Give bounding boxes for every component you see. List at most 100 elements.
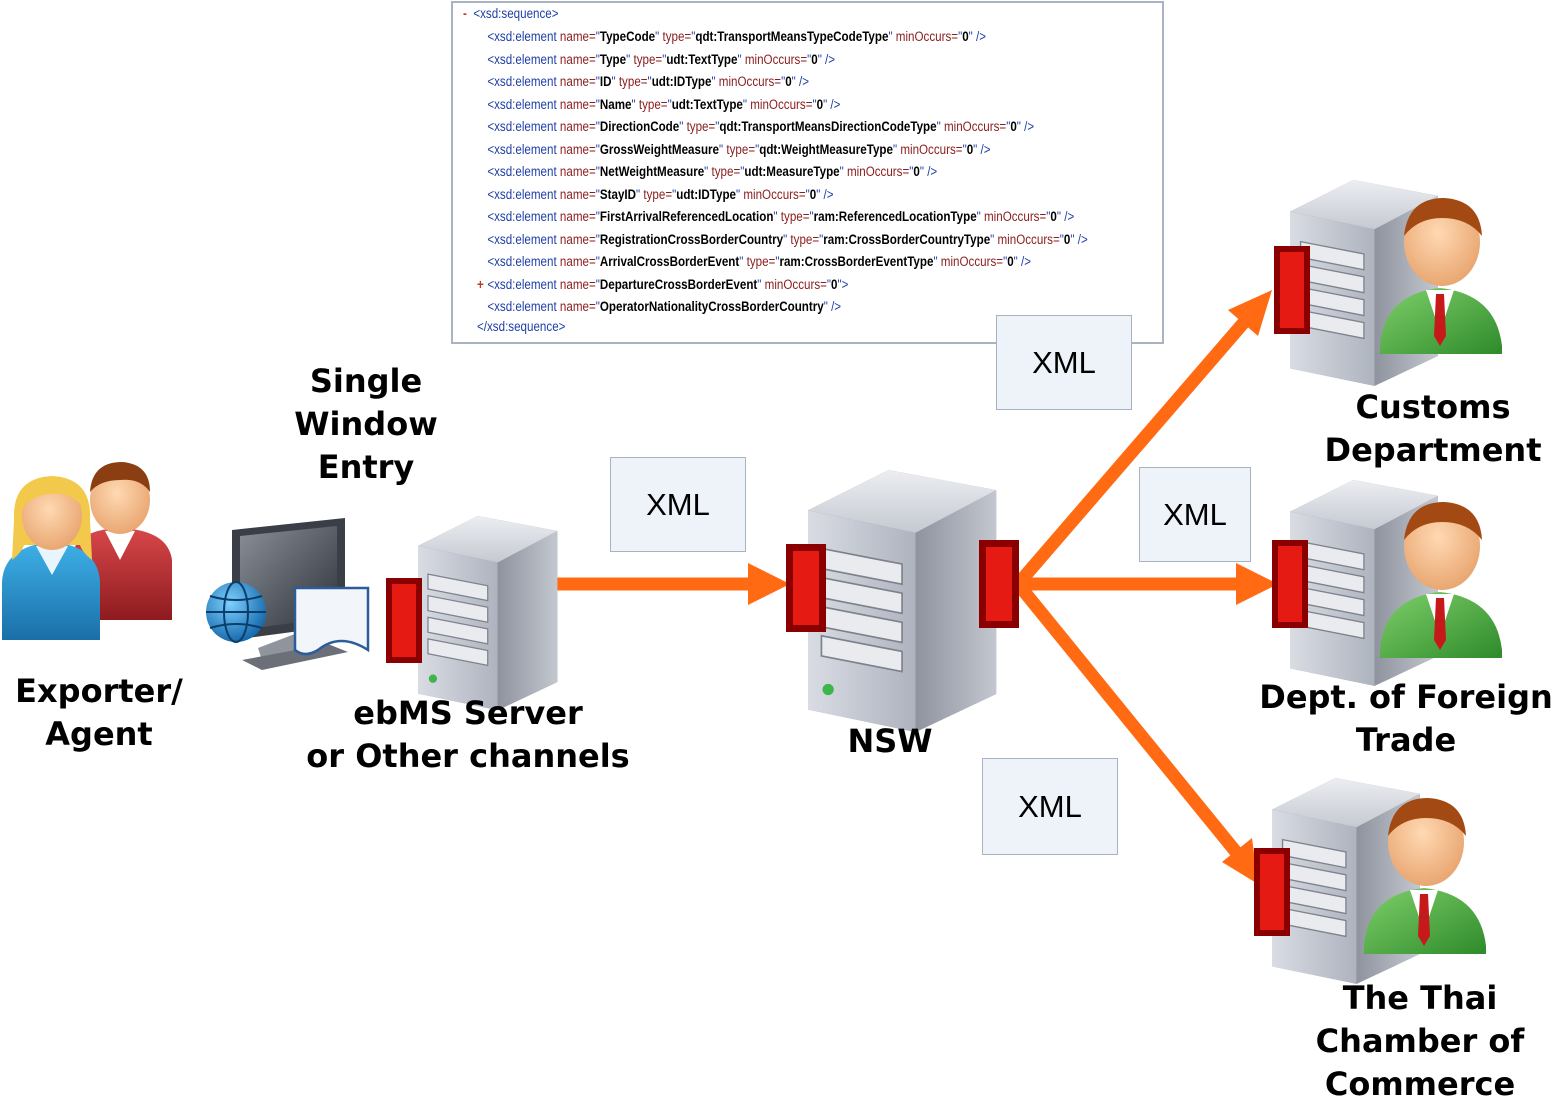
quote: " [1059, 231, 1064, 247]
xsd-attr-name: name= [559, 231, 596, 247]
xml-badge-top: XML [996, 315, 1132, 410]
quote: " [667, 96, 672, 112]
xsd-attr-minoccurs: minOccurs= [980, 209, 1047, 224]
xsd-element-name: GrossWeightMeasure [599, 141, 720, 157]
xsd-tag-close: /> [820, 186, 834, 202]
xsd-open-tag: <xsd:sequence> [473, 6, 559, 21]
quote: " [812, 96, 817, 112]
xsd-tag-close: /> [1017, 254, 1032, 269]
xsd-element-line: <xsd:element name="RegistrationCrossBord… [477, 230, 1087, 250]
xml-badge-left: XML [610, 457, 746, 552]
xsd-element-type: udt:TextType [671, 96, 743, 112]
quote: " [742, 96, 747, 112]
businessman-icon-chamber [1364, 798, 1486, 954]
quote: " [711, 74, 716, 89]
xsd-attr-minoccurs: minOccurs= [994, 231, 1060, 247]
xsd-element-minoccurs: 0 [1063, 231, 1071, 247]
quote: " [595, 209, 600, 224]
xsd-element-line: <xsd:element name="TypeCode" type="qdt:T… [477, 27, 986, 47]
xsd-tag-close: /> [821, 51, 836, 67]
quote: " [936, 119, 941, 134]
quote: " [909, 164, 914, 179]
quote: " [735, 186, 741, 202]
xsd-attr-minoccurs: minOccurs= [740, 186, 806, 202]
xsd-open-line: -<xsd:sequence> [463, 4, 559, 24]
xsd-attr-name: name= [559, 254, 596, 269]
quote: " [823, 299, 828, 314]
quote: " [755, 141, 760, 157]
xsd-element-tag: <xsd:element [487, 74, 560, 89]
xsd-attr-minoccurs: minOccurs= [715, 74, 782, 89]
quote: " [626, 51, 631, 67]
xsd-element-name: OperatorNationalityCrossBorderCountry [599, 299, 824, 314]
xsd-tag-close: > [841, 276, 849, 292]
quote: " [647, 74, 652, 89]
quote: " [919, 164, 924, 179]
xsd-element-line: <xsd:element name="Type" type="udt:TextT… [477, 50, 835, 70]
xsd-element-name: DepartureCrossBorderEvent [599, 276, 758, 292]
xsd-tag-close: /> [923, 164, 938, 179]
quote: " [823, 96, 828, 112]
xsd-element-tag: <xsd:element [487, 254, 560, 269]
xsd-attr-name: name= [559, 276, 596, 292]
xsd-element-type: ram:CrossBorderCountryType [823, 231, 991, 247]
quote: " [1016, 119, 1021, 134]
quote: " [807, 51, 812, 67]
xsd-element-line: <xsd:element name= " ArrivalCrossBorderEve… [477, 252, 1031, 272]
xsd-element-minoccurs: 0 [962, 29, 969, 44]
firewall-icon-nsw-out [979, 540, 1019, 628]
xsd-element-minoccurs: 0 [913, 164, 920, 179]
xsd-element-tag: <xsd:element [487, 96, 560, 112]
quote: " [655, 29, 660, 44]
xsd-element-tag: <xsd:element [487, 141, 560, 157]
xsd-attr-type: type= [723, 141, 756, 157]
xsd-attr-minoccurs: minOccurs= [761, 276, 827, 292]
quote: " [1013, 254, 1018, 269]
quote: " [837, 276, 842, 292]
xsd-close-line: </xsd:sequence> [477, 317, 565, 337]
firewall-icon-customs [1274, 246, 1310, 334]
xsd-element-name: ArrivalCrossBorderEvent [599, 254, 740, 269]
xsd-element-minoccurs: 0 [831, 276, 838, 292]
quote: " [595, 186, 600, 202]
xsd-element-type: qdt:TransportMeansDirectionCodeType [719, 119, 937, 134]
quote: " [809, 209, 814, 224]
quote: " [595, 299, 600, 314]
quote: " [1070, 231, 1075, 247]
firewall-icon-dft [1272, 540, 1308, 628]
xsd-attr-name: name= [559, 74, 596, 89]
xsd-attr-minoccurs: minOccurs= [746, 96, 813, 112]
xsd-attr-minoccurs: minOccurs= [937, 254, 1004, 269]
quote: " [892, 141, 898, 157]
xsd-attr-minoccurs: minOccurs= [892, 29, 959, 44]
xsd-element-type: qdt:WeightMeasureType [759, 141, 893, 157]
xsd-element-name: DirectionCode [599, 119, 680, 134]
label-ebms-server: ebMS Server or Other channels [306, 694, 630, 775]
quote: " [719, 141, 724, 157]
xsd-element-minoccurs: 0 [966, 141, 974, 157]
xsd-element-name: ID [599, 74, 612, 89]
xsd-tag-close: /> [1060, 209, 1075, 224]
xsd-tag-close: /> [977, 141, 991, 157]
quote: " [773, 209, 778, 224]
label-nsw: NSW [847, 722, 933, 760]
xml-badge-bottom: XML [982, 758, 1118, 855]
xsd-attr-minoccurs: minOccurs= [741, 51, 808, 67]
xsd-element-minoccurs: 0 [1010, 119, 1017, 134]
quote: " [740, 164, 745, 179]
xsd-element-line: +<xsd:element name="DepartureCrossBorder… [477, 275, 848, 295]
xsd-element-line: <xsd:element name="DirectionCode" type="… [477, 117, 1034, 137]
quote: " [672, 186, 677, 202]
firewall-icon-ebms [386, 578, 422, 663]
xsd-attr-type: type= [708, 164, 741, 179]
quote: " [595, 276, 600, 292]
xsd-element-type: qdt:TransportMeansTypeCodeType [695, 29, 889, 44]
firewall-icon-chamber [1254, 848, 1290, 936]
expand-marker[interactable]: + [477, 276, 484, 292]
quote: " [715, 119, 720, 134]
xsd-element-line: <xsd:element name="NetWeightMeasure" typ… [477, 162, 937, 182]
arrow-nsw-to-dft [1018, 563, 1278, 605]
quote: " [636, 186, 641, 202]
quote: " [595, 231, 600, 247]
collapse-marker[interactable]: - [463, 6, 467, 21]
